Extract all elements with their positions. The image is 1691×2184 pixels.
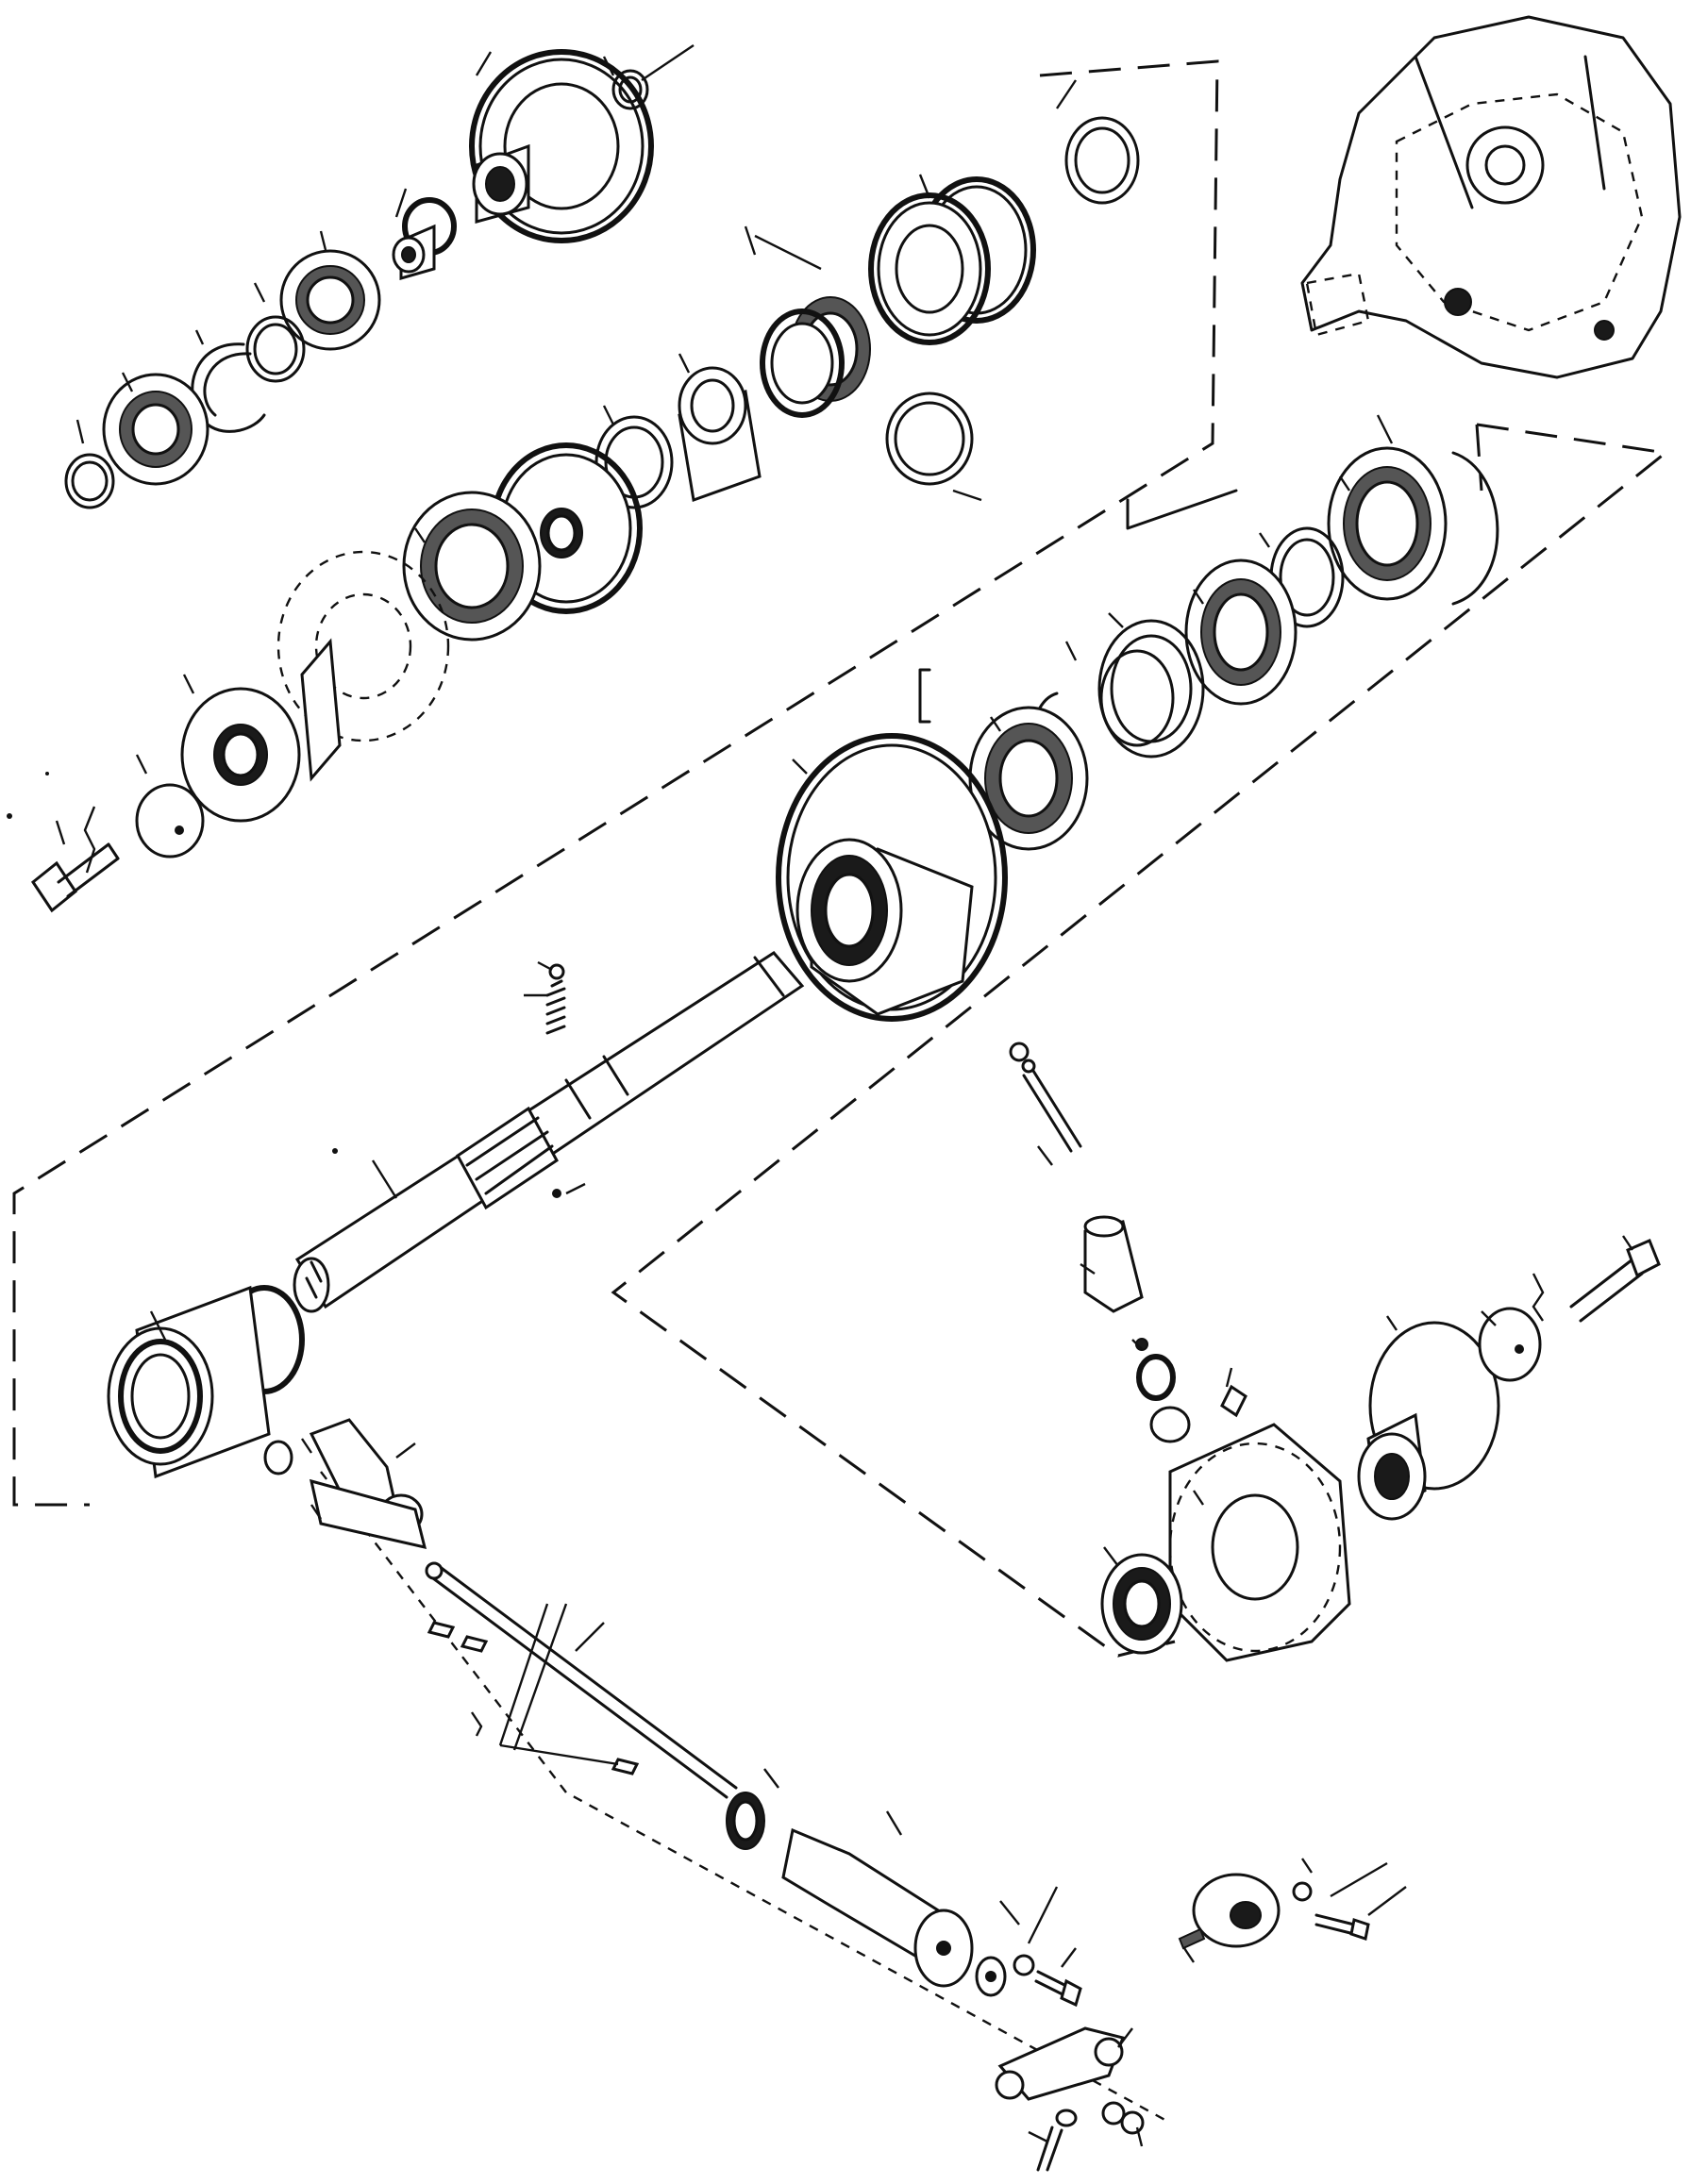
speedo-drive [1009,1042,1144,1313]
detent-spring [545,963,566,1035]
shift-fork-assembly [263,1418,1082,2008]
seal-washer-rod [726,1792,765,1850]
split-ring [885,392,974,486]
bearing-race-right [1097,619,1205,759]
small-pinion-gear [392,197,457,280]
right-bearing-stack [918,446,1499,851]
shim-ring-upper [1064,116,1140,205]
right-cover-assembly [1009,1042,1661,1662]
detent-housing-small [1178,1873,1370,1950]
leader-lines [55,44,1633,2147]
shift-rod [425,1561,738,1799]
cross-shaft-sleeve [781,1827,974,1988]
rear-cover-housing [1168,1423,1351,1662]
housing-inner-detail [1395,92,1644,332]
sliding-gear-double [868,176,1036,345]
snap-ring-far-left [64,453,115,509]
upper-drive-gear [469,49,654,243]
transmission-housing-thumbnail [1300,15,1682,379]
ball-bearing-right-2 [1184,559,1298,706]
snap-ring-top [611,69,649,110]
washer-sleeve [975,1956,1007,1997]
flange-hub-upper [180,638,342,823]
housing-bore [1465,125,1545,205]
speedo-pinion [1135,1338,1191,1443]
sliding-coupler [107,1285,305,1479]
hex-bolt-right [1569,1239,1661,1323]
phantom-line-middle-right [1475,424,1483,492]
cap-screw-lower [1034,1970,1082,2008]
centerline-lower-shaft [320,1471,1171,2125]
ball-bearing-middle [402,491,542,642]
oil-seal-cover [1100,1553,1183,1655]
ball-bearing-right-1 [1327,446,1448,601]
specks [7,772,338,1154]
upper-gear-assembly [64,49,654,509]
shift-lever-assembly [995,2026,1145,2172]
hex-bolt-upper [30,842,120,913]
ball-bearing-upper-1 [279,249,381,351]
housing-rib-2 [1583,55,1606,191]
housing-outline [1300,15,1682,379]
housing-flange [1305,272,1370,337]
output-bevel-gear [776,733,1008,1022]
plug-fitting [1220,1384,1247,1418]
spacer-sleeve [678,366,762,503]
retaining-ring-right [1451,451,1499,606]
main-output-shaft [293,951,805,1313]
cover-plate-phantom [276,550,450,742]
bracket-marks [918,489,1238,724]
retaining-ring-upper [245,315,306,383]
roll-pins [427,1621,640,1776]
shift-fork [309,1418,427,1550]
output-flange [1357,1321,1500,1521]
phantom-line-top [12,59,1219,1507]
small-washer [1013,1954,1035,1976]
ball-bearing-upper-2 [102,373,209,486]
lever-bolt-left [1036,2109,1078,2172]
housing-rib-1 [1414,55,1474,209]
snap-ring-fork [263,1440,293,1475]
housing-port [1444,288,1472,316]
flange-washer [1478,1307,1542,1382]
middle-gear-stack [30,116,1140,913]
spline-section [456,1106,559,1210]
housing-port-2 [1594,320,1615,341]
lock-washer-upper [135,783,205,859]
ball-bearing-right-3 [968,706,1089,851]
housing-bore-inner [1484,144,1526,186]
needle-bearing-cage [760,296,871,418]
phantom-line-middle [611,423,1669,1658]
